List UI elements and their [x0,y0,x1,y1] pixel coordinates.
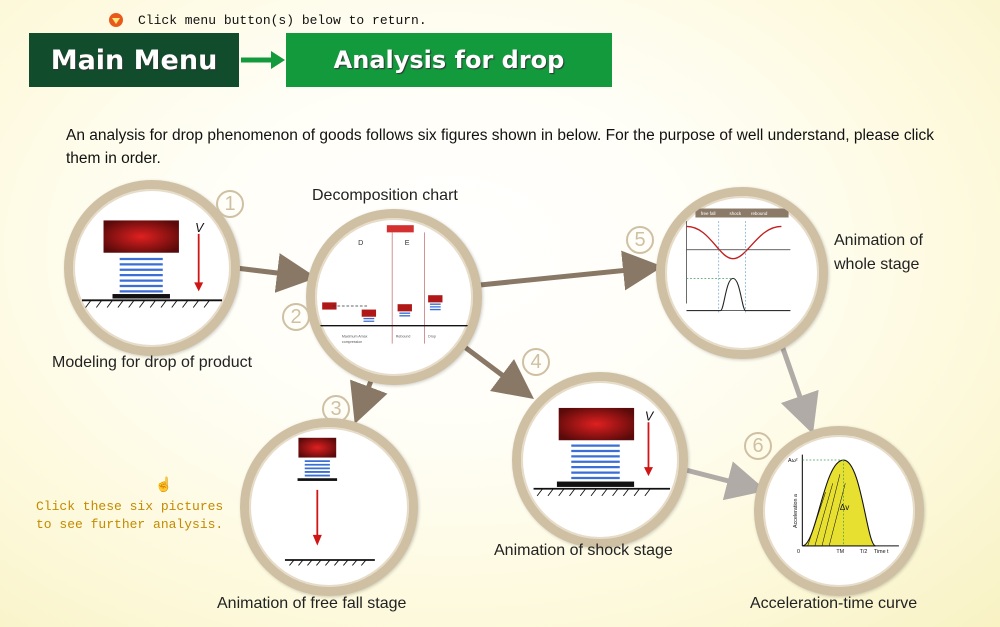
figure-4-shock[interactable]: V [512,372,688,548]
pointing-hand-icon: ☝ [155,476,173,492]
svg-text:V: V [645,410,655,424]
drop-model-image: V [81,220,223,308]
svg-text:Rebound: Rebound [396,334,411,338]
figure-3-label: Animation of free fall stage [217,595,407,612]
figure-6-number: 6 [744,432,772,460]
decomposition-chart-image: D E Maximum Amax compression Rebound Drop [315,225,473,344]
figure-5-number: 5 [626,226,654,254]
arrow-2-to-3 [350,377,388,425]
svg-text:shock: shock [729,211,741,216]
acceleration-curve-image: Δv Aω² 0 TM T/2 Time t Acceleration a [788,454,899,555]
arrow-1-to-2 [235,253,317,293]
free-fall-image [284,437,375,566]
svg-text:Time t: Time t [874,549,889,555]
nav-arrow-icon [241,51,285,69]
figure-4-number: 4 [522,348,550,376]
svg-text:Δv: Δv [840,503,849,512]
whole-stage-image: free fall shock rebound [686,208,791,313]
click-pictures-hint-line2: to see further analysis. [36,517,224,532]
svg-text:T/2: T/2 [860,549,868,555]
svg-text:free fall: free fall [701,211,716,216]
svg-text:D: D [358,239,363,247]
shock-stage-image: V [533,407,671,497]
figure-6-acceleration-curve[interactable]: Δv Aω² 0 TM T/2 Time t Acceleration a [754,426,924,596]
figure-5-whole-stage[interactable]: free fall shock rebound [656,187,828,359]
figure-1-number: 1 [216,190,244,218]
figure-5-label-line2: whole stage [834,256,920,273]
svg-text:compression: compression [342,340,362,344]
figure-4-label: Animation of shock stage [494,542,673,559]
figure-3-free-fall[interactable] [240,418,418,596]
figure-3-number: 3 [322,395,350,423]
arrow-2-to-5 [479,250,663,291]
svg-text:Maximum Amax: Maximum Amax [342,334,368,338]
svg-text:Acceleration a: Acceleration a [793,494,799,528]
figure-2-decomposition[interactable]: D E Maximum Amax compression Rebound Drop [306,209,482,385]
svg-text:Aω²: Aω² [788,458,798,464]
main-menu-button[interactable]: Main Menu [29,33,239,87]
figure-2-label: Decomposition chart [312,187,458,204]
svg-text:TM: TM [836,549,844,555]
figure-5-label-line1: Animation of [834,232,923,249]
return-hint-text: Click menu button(s) below to return. [138,12,427,28]
svg-text:V: V [195,221,205,235]
intro-text: An analysis for drop phenomenon of goods… [66,127,934,167]
click-pictures-hint-line1: Click these six pictures [36,499,224,514]
figure-2-number: 2 [282,303,310,331]
svg-text:Drop: Drop [428,334,436,338]
figure-1-modeling[interactable]: V [64,180,240,356]
down-arrow-icon [109,13,123,27]
svg-text:0: 0 [797,549,800,555]
svg-text:rebound: rebound [751,211,768,216]
figure-1-label: Modeling for drop of product [52,354,253,371]
arrow-5-to-6 [777,339,819,435]
figure-6-label: Acceleration-time curve [750,595,918,612]
svg-text:E: E [405,239,410,247]
arrow-4-to-6 [677,461,767,501]
click-pictures-hint: Click these six pictures to see further … [36,498,223,534]
top-hint: Click menu button(s) below to return. [108,12,427,28]
analysis-for-drop-button[interactable]: Analysis for drop [286,33,612,87]
